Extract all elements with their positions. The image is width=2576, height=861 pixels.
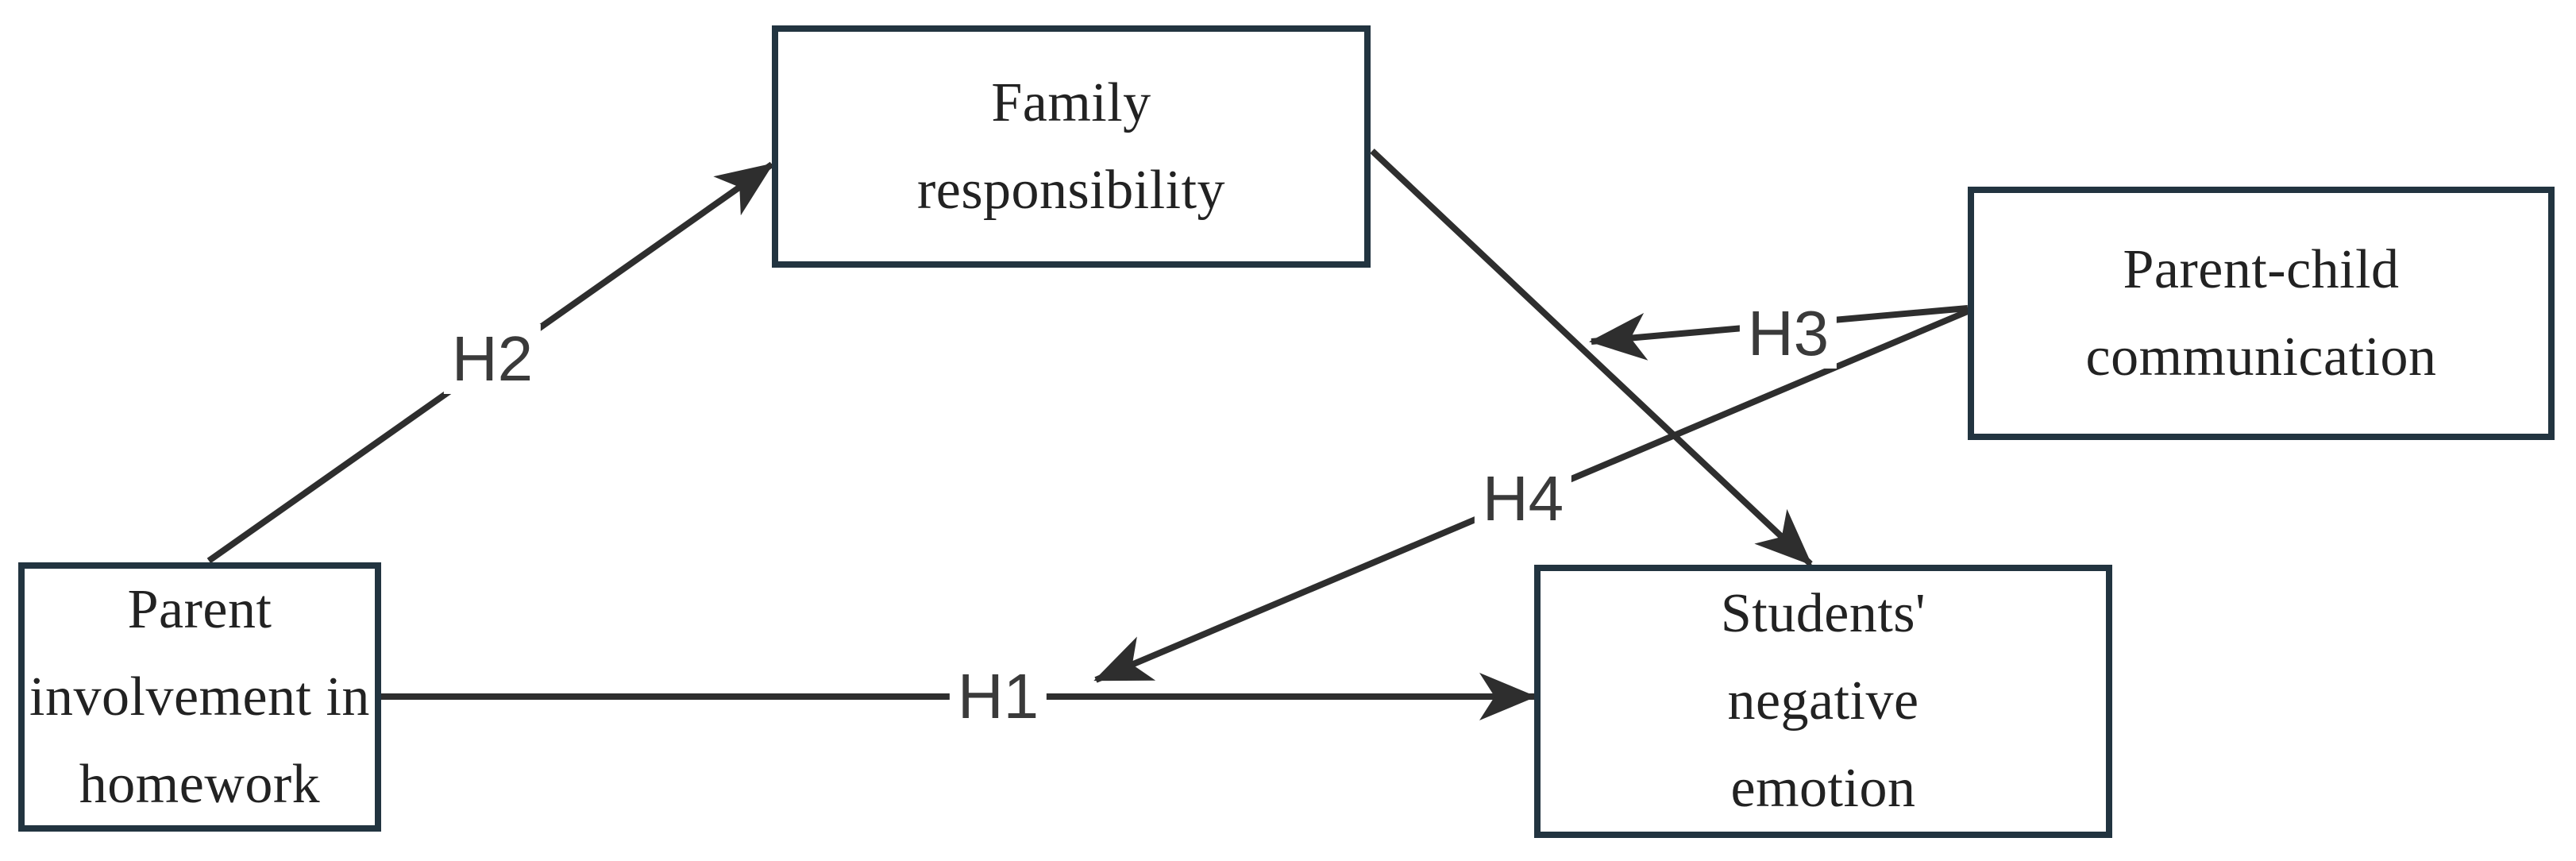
node-text-line: communication	[2085, 326, 2437, 388]
node-parent-involvement-homework: Parent involvement in homework	[18, 562, 381, 832]
node-text-line: responsibility	[916, 159, 1226, 221]
hypothesis-label-h1: H1	[949, 662, 1047, 732]
node-text-line: Students'	[1720, 583, 1926, 644]
node-text-line: Parent	[127, 578, 272, 640]
node-text-line: homework	[79, 753, 321, 815]
node-text-line: Family	[991, 71, 1151, 133]
node-students-negative-emotion: Students' negative emotion	[1534, 565, 2112, 838]
node-text-line: emotion	[1730, 758, 1916, 819]
node-text-line: involvement in	[29, 666, 370, 728]
hypothesis-label-h3: H3	[1739, 299, 1838, 369]
node-text-line: Parent-child	[2123, 238, 2400, 300]
node-parent-child-communication: Parent-child communication	[1968, 187, 2555, 440]
hypothesis-label-h4: H4	[1474, 464, 1572, 534]
hypothesis-label-h2: H2	[443, 324, 542, 394]
node-text-line: negative	[1727, 670, 1919, 732]
node-family-responsibility: Family responsibility	[772, 25, 1371, 268]
